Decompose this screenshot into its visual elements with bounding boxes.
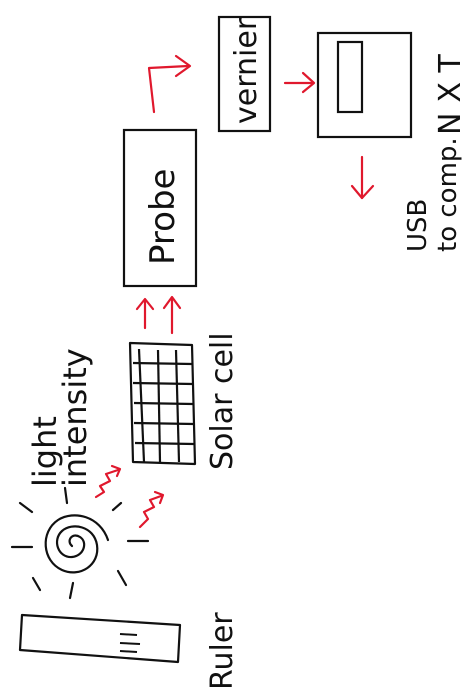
ruler	[18, 613, 182, 664]
wavy-arrow-icon	[94, 464, 165, 529]
solar-cell-label: Solar cell	[205, 332, 240, 470]
nxt-box	[316, 31, 413, 139]
arrow-probe-to-vernier	[147, 54, 192, 114]
ruler-label: Ruler	[205, 612, 240, 690]
probe-label: Probe	[143, 169, 183, 265]
usb-label-line2: to comp.	[433, 137, 463, 252]
arrow-vernier-to-nxt	[283, 71, 316, 94]
usb-label-line1: USB	[403, 199, 433, 252]
probe-box	[122, 128, 198, 288]
light-intensity-label-line1: light	[26, 416, 64, 487]
light-intensity-label-line2: intensity	[56, 348, 94, 487]
spiral-sun-icon	[10, 486, 150, 600]
solar-cell-grid-icon	[128, 341, 197, 466]
vernier-box	[217, 15, 272, 133]
vernier-label: vernier	[229, 17, 264, 124]
arrow-solar-to-probe	[135, 295, 182, 335]
arrow-nxt-to-usb	[350, 155, 375, 200]
nxt-label: NXT	[433, 44, 468, 135]
